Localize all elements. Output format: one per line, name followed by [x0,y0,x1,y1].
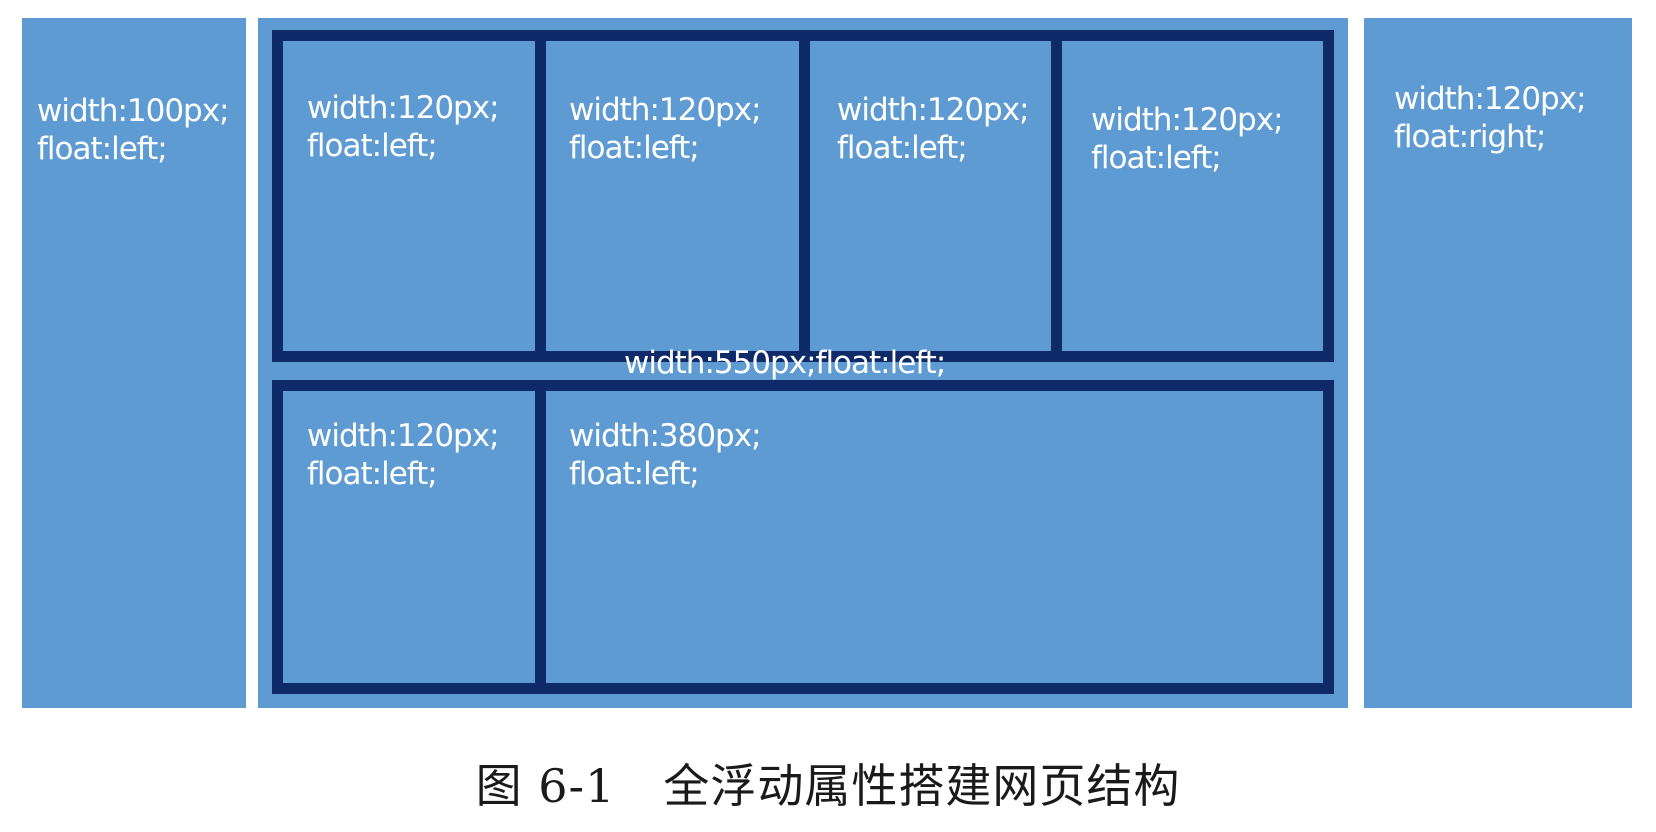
figure-title: 全浮动属性搭建网页结构 [663,759,1181,813]
top-cell-2-label: width:120px; float:left; [569,91,762,167]
top-row-group: width:120px; float:left; width:120px; fl… [272,30,1334,362]
right-column-float: float:right; [1394,119,1546,155]
top-cell-2-width: width:120px; [569,92,762,128]
figure-number: 图 6-1 [475,759,616,813]
figure-caption: 图 6-1 全浮动属性搭建网页结构 [0,758,1656,814]
top-cell-4-float: float:left; [1091,140,1222,176]
right-column-width: width:120px; [1394,81,1587,117]
top-cell-1-float: float:left; [307,128,438,164]
bottom-row-group: width:120px; float:left; width:380px; fl… [272,380,1334,694]
top-cell-3-float: float:left; [837,130,968,166]
bottom-cell-1-width: width:120px; [307,418,500,454]
left-column-label: width:100px; float:left; [37,92,230,168]
top-divider-2 [799,41,810,351]
top-cell-1-label: width:120px; float:left; [307,89,500,165]
bottom-cell-2-label: width:380px; float:left; [569,417,762,493]
top-divider-1 [535,41,546,351]
bottom-cell-1-label: width:120px; float:left; [307,417,500,493]
top-cell-4-label: width:120px; float:left; [1091,101,1284,177]
bottom-divider-1 [535,391,546,683]
top-cell-4-width: width:120px; [1091,102,1284,138]
left-column-float: float:left; [37,131,168,167]
bottom-cell-1-float: float:left; [307,456,438,492]
top-cell-3-width: width:120px; [837,92,1030,128]
top-divider-3 [1051,41,1062,351]
bottom-cell-2-width: width:380px; [569,418,762,454]
top-cell-2-float: float:left; [569,130,700,166]
center-container-label: width:550px;float:left; [624,345,946,381]
top-cell-3-label: width:120px; float:left; [837,91,1030,167]
right-column-box: width:120px; float:right; [1364,18,1632,708]
left-column-width: width:100px; [37,93,230,129]
bottom-cell-2-float: float:left; [569,456,700,492]
top-cell-1-width: width:120px; [307,90,500,126]
right-column-label: width:120px; float:right; [1394,80,1587,156]
left-column-box: width:100px; float:left; [22,18,246,708]
center-container-box: width:120px; float:left; width:120px; fl… [258,18,1348,708]
